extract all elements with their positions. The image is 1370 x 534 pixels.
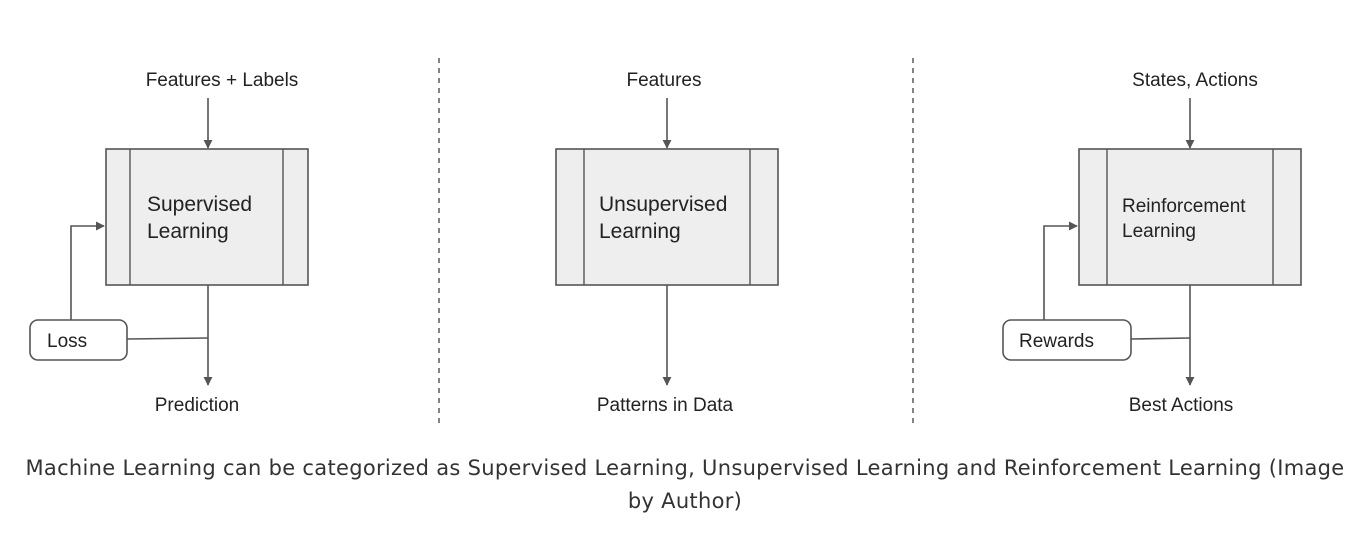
loss-feedback-arrow (70, 221, 105, 320)
rewards-label: Rewards (1019, 331, 1094, 352)
reinforcement-output-label: Best Actions (1129, 395, 1234, 416)
rewards-box (1002, 319, 1132, 361)
reinforcement-input-label: States, Actions (1132, 70, 1258, 91)
unsupervised-title-line1: Unsupervised (599, 193, 727, 216)
unsupervised-input-label: Features (627, 70, 702, 91)
rewards-connector (1130, 337, 1191, 340)
supervised-panel: Features + Labels Supervised Learning Lo… (29, 70, 309, 416)
reinforcement-box (1078, 148, 1302, 286)
unsupervised-title-line2: Learning (599, 220, 681, 243)
unsupervised-box (555, 148, 779, 286)
unsupervised-panel: Features Unsupervised Learning Patterns … (555, 70, 779, 416)
loss-box (29, 319, 128, 361)
reinforcement-title-line1: Reinforcement (1122, 196, 1246, 217)
reinforcement-title-line2: Learning (1122, 221, 1196, 242)
supervised-input-label: Features + Labels (146, 70, 299, 91)
reinforcement-panel: States, Actions Reinforcement Learning R… (1002, 70, 1302, 416)
supervised-box (105, 148, 309, 286)
supervised-output-label: Prediction (155, 395, 240, 416)
rewards-feedback-arrow (1043, 221, 1078, 320)
supervised-title-line2: Learning (147, 220, 229, 243)
loss-label: Loss (47, 331, 87, 352)
loss-connector (126, 337, 209, 340)
figure-caption: Machine Learning can be categorized as S… (25, 456, 1345, 513)
ml-categories-diagram: Features + Labels Supervised Learning Lo… (29, 58, 1302, 426)
unsupervised-output-label: Patterns in Data (597, 395, 734, 416)
supervised-title-line1: Supervised (147, 193, 252, 216)
